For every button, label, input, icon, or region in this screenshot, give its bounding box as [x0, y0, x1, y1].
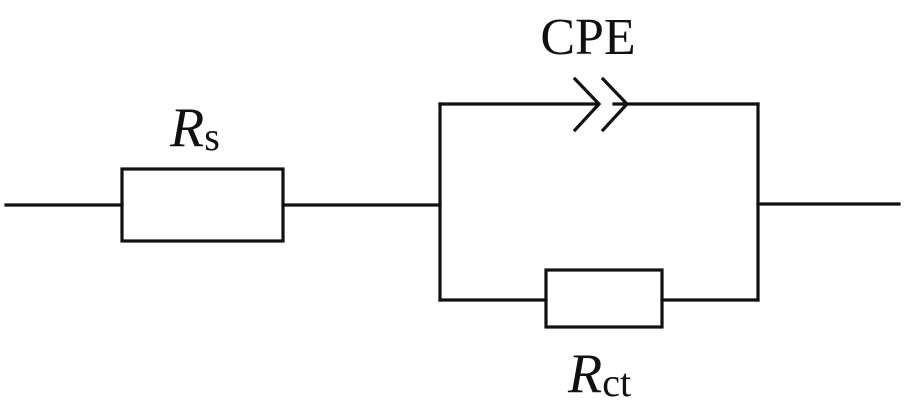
rs-resistor	[120, 167, 285, 243]
rct-label: Rct	[567, 343, 631, 405]
cpe-symbol-chevron-2	[600, 76, 630, 133]
cpe-symbol-chevron-1	[572, 76, 602, 133]
rs-label-subscript: s	[204, 114, 220, 159]
rct-label-main: R	[567, 343, 602, 405]
cpe-label: CPE	[540, 9, 635, 66]
rs-label-main: R	[169, 97, 204, 159]
rs-label: Rs	[169, 97, 220, 159]
rct-resistor	[544, 268, 664, 329]
rct-label-subscript: ct	[602, 360, 631, 405]
